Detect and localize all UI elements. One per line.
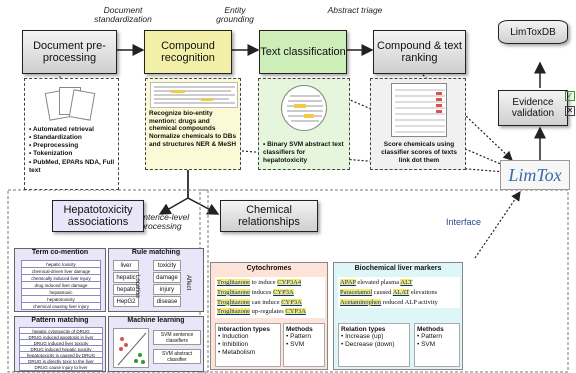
arrow-to-hepato <box>158 170 189 215</box>
compound-description: Recognize bio-entity mention: drugs and … <box>149 110 237 148</box>
cyp-sentence: Troglitazone to induce CYP3A4 <box>217 279 302 286</box>
doc-bullet: Automated retrieval <box>29 126 119 134</box>
cyp-methods-box: Methods Pattern SVM <box>283 323 325 367</box>
affect-cell: toxicity <box>153 260 181 271</box>
document-stack-icon <box>44 87 96 121</box>
compound-panel: Recognize bio-entity mention: drugs and … <box>145 78 241 170</box>
limtoxdb-cylinder: LimToxDB <box>498 20 568 44</box>
doc-bullet: PubMed, EPARs NDA, Full text <box>29 159 119 175</box>
text-class-bullet: Binary SVM abstract text classifiers for… <box>263 141 349 165</box>
ml-sentence-classifier: SVM sentence classifiers <box>153 330 201 345</box>
interaction-types-box: Interaction types Induction Inhibition M… <box>215 323 281 367</box>
pattern-matching-title: Pattern matching <box>31 317 89 324</box>
cytochromes-title: Cytochromes <box>246 265 292 272</box>
machine-learning-title: Machine learning <box>127 317 185 324</box>
ranking-panel: Score chemicals using classifier scores … <box>370 78 466 170</box>
doc-bullet-list: Automated retrieval Standardization Prep… <box>29 126 119 175</box>
pattern-matching-panel: Pattern matching hepatic cytotoxicity of… <box>14 316 106 372</box>
doc-std-label: Document standardization <box>94 5 152 24</box>
location-cell: liver <box>113 260 139 271</box>
ranking-table-icon <box>391 83 447 137</box>
biochem-sentences: APAP elevated plasma ALT Paracetamol cau… <box>338 277 460 309</box>
location-cell: hepato <box>113 284 139 295</box>
cytochromes-panel: Cytochromes Troglitazone to induce CYP3A… <box>210 262 328 370</box>
compound-ranking-box: Compound & text ranking <box>373 30 466 74</box>
affect-label: Affect <box>185 275 191 291</box>
pattern-row: DRUG cause injury to liver <box>19 363 103 371</box>
biochem-methods-title: Methods <box>417 326 444 333</box>
term-row: chemical causing liver injury <box>21 302 101 310</box>
interaction-item: Inhibition <box>218 341 278 349</box>
rule-matching-panel: Rule matching liver hepatic hepato HepG2… <box>108 248 204 312</box>
method-item: SVM <box>417 341 457 349</box>
term-comention-title: Term co-mention <box>31 249 89 256</box>
abstract-triage-label: Abstract triage <box>327 5 383 15</box>
doc-bullet: Standardization <box>29 134 119 142</box>
hepatotoxicity-box: Hepatotoxicity associations <box>52 200 144 232</box>
location-cell: hepatic <box>113 272 139 283</box>
method-item: SVM <box>286 341 322 349</box>
arrow-to-chem <box>187 170 220 215</box>
limtox-logo: LimTox <box>500 160 570 190</box>
compound-recognition-box: Compound recognition <box>144 30 232 74</box>
doc-bullet: Preprocessing <box>29 142 119 150</box>
chemical-relationships-box: Chemical relationships <box>220 200 318 232</box>
relation-types-title: Relation types <box>341 326 386 333</box>
affect-cell: damage <box>153 272 181 283</box>
term-comention-panel: Term co-mention hepatic toxicity chemica… <box>14 248 106 312</box>
cytochrome-sentences: Troglitazone to induce CYP3A4 Troglitazo… <box>215 277 325 318</box>
abstract-thumbnail-icon <box>281 85 327 131</box>
interaction-item: Induction <box>218 333 278 341</box>
sentence-level-label: Sentence-level processing <box>132 212 190 231</box>
biochem-sentence: Acetaminophen reduced ALP activity <box>340 298 438 306</box>
cyp-sentence: Troglitazone induces CYP3A <box>217 288 294 296</box>
doc-preprocessing-box: Document pre-processing <box>22 30 117 74</box>
location-cell: HepG2 <box>113 296 139 307</box>
relation-item: Decrease (down) <box>341 341 407 349</box>
cyp-sentence: Troglitazone can induce CYP3A <box>217 298 302 306</box>
relation-item: Increase (up) <box>341 333 407 341</box>
biochem-methods-box: Methods Pattern SVM <box>414 323 460 367</box>
ranking-description: Score chemicals using classifier scores … <box>381 141 457 164</box>
evidence-validation-box: Evidence validation <box>498 90 568 126</box>
rule-matching-title: Rule matching <box>131 249 181 256</box>
cyp-sentence: Troglitazone up-regulates CYP3A <box>217 308 306 316</box>
interaction-item: Metabolism <box>218 349 278 357</box>
biochem-title: Biochemical liver markers <box>354 265 442 272</box>
check-icon: ✓ <box>565 91 575 101</box>
biochem-sentence: APAP elevated plasma ALT <box>340 279 413 286</box>
biochem-panel: Biochemical liver markers APAP elevated … <box>333 262 463 370</box>
text-classification-box: Text classification <box>259 30 347 74</box>
interaction-types-title: Interaction types <box>218 326 271 333</box>
scatter-plot-icon <box>113 328 149 368</box>
cyp-methods-title: Methods <box>286 326 313 333</box>
text-snippet-image <box>150 82 238 108</box>
doc-bullet: Tokenization <box>29 150 119 158</box>
text-class-panel: Binary SVM abstract text classifiers for… <box>258 78 350 170</box>
cross-icon: ✕ <box>565 106 575 116</box>
entity-grounding-label: Entity grounding <box>216 5 254 24</box>
method-item: Pattern <box>417 333 457 341</box>
machine-learning-panel: Machine learning SVM sentence classifier… <box>108 316 204 372</box>
method-item: Pattern <box>286 333 322 341</box>
biochem-sentence: Paracetamol caused ALAT elevations <box>340 288 438 296</box>
ml-abstract-classifier: SVM abstract classifier <box>153 349 201 364</box>
relation-types-box: Relation types Increase (up) Decrease (d… <box>338 323 410 367</box>
interface-label: Interface <box>446 217 482 227</box>
affect-cell: injury <box>153 284 181 295</box>
affect-cell: disease <box>153 296 181 307</box>
doc-panel: Automated retrieval Standardization Prep… <box>24 78 119 190</box>
location-label: Location <box>134 275 140 298</box>
